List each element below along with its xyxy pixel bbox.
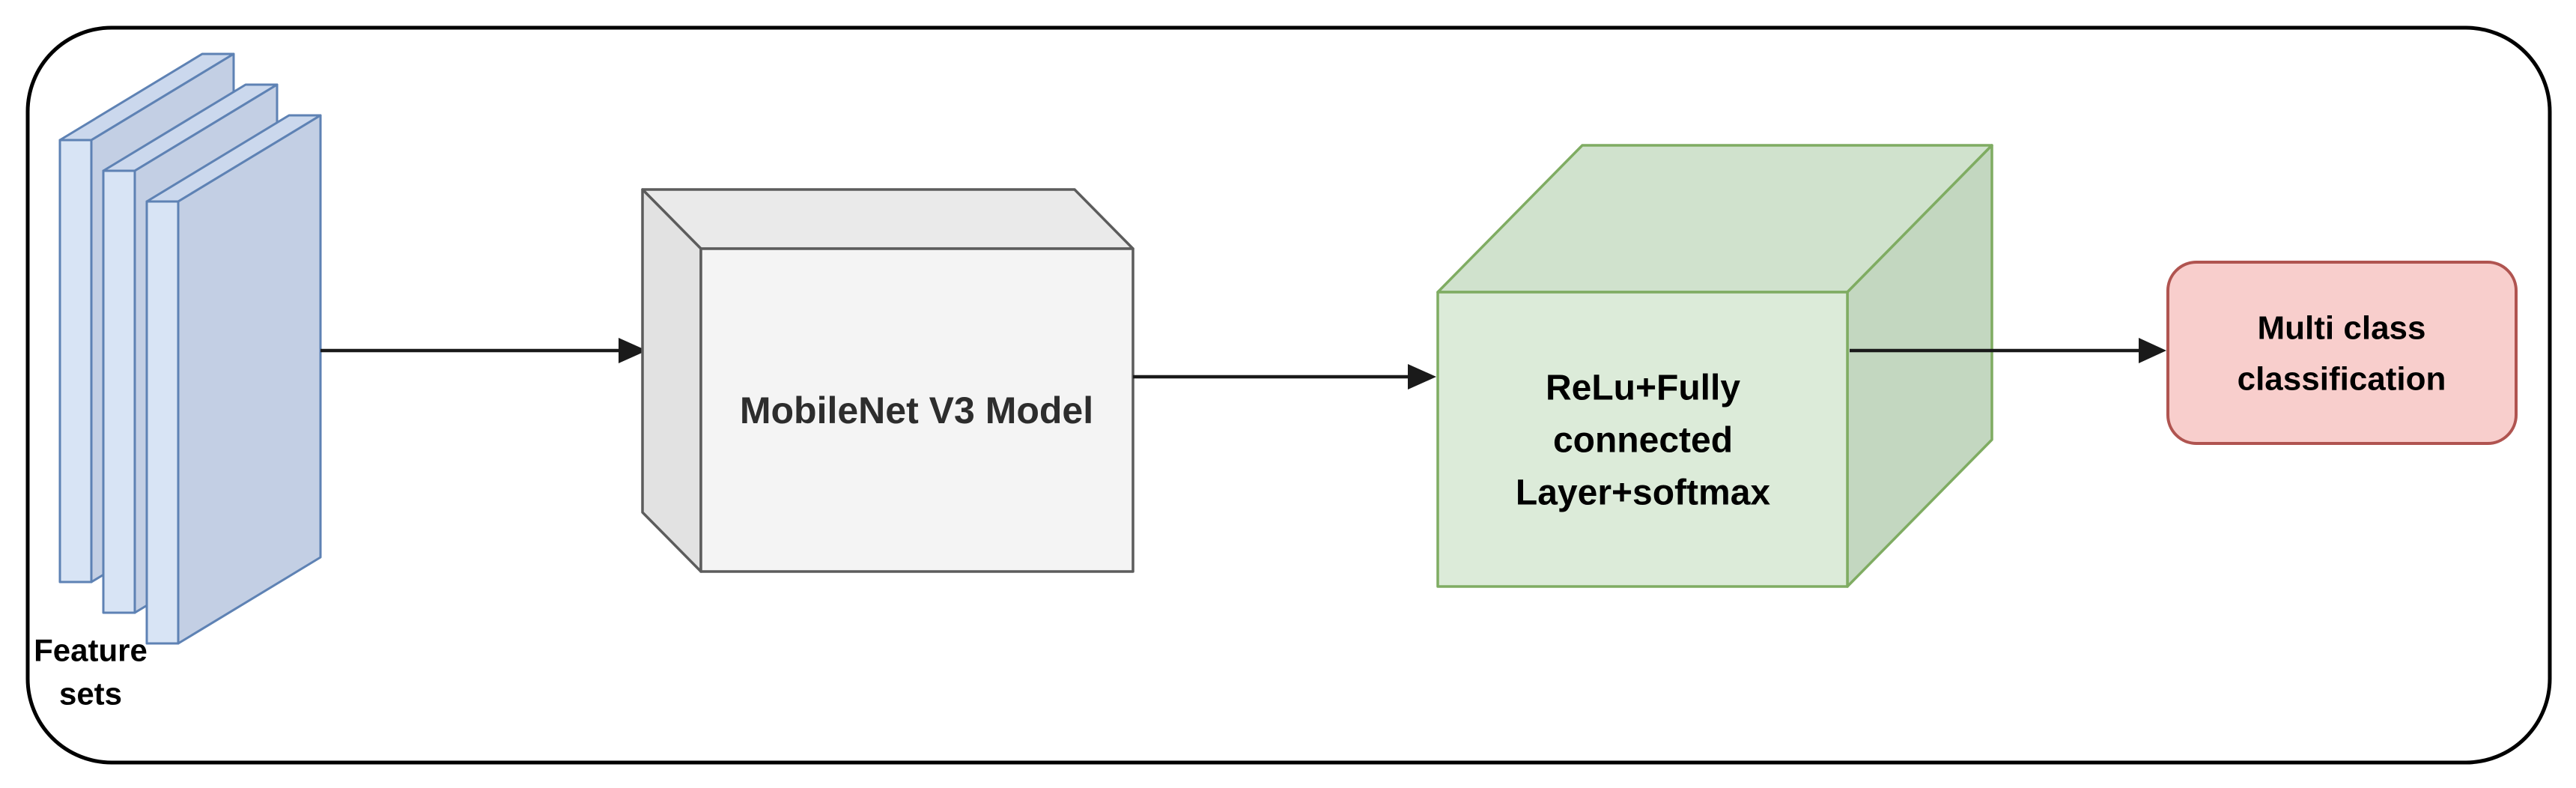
feature-slab-side-face — [177, 114, 322, 645]
output-node: Multi class classification — [2166, 261, 2518, 445]
output-label-line2: classification — [2238, 361, 2446, 398]
backbone-node: MobileNet V3 Model — [641, 188, 1134, 573]
feature-sets-label-line2: sets — [59, 676, 122, 712]
backbone-label: MobileNet V3 Model — [740, 390, 1093, 431]
head-label-line1: ReLu+Fully — [1546, 369, 1740, 408]
arrow-backbone-to-head — [1133, 364, 1436, 390]
head-label-line3: Layer+softmax — [1516, 473, 1770, 513]
arrow-head-to-output — [1850, 338, 2166, 363]
feature-sets-label-line1: Feature — [34, 633, 148, 668]
feature-slab-front-face — [58, 139, 93, 584]
arrowhead-icon — [2139, 338, 2166, 363]
feature-slab — [145, 114, 322, 645]
backbone-top-face — [641, 188, 1134, 250]
feature-sets-node: Feature sets — [34, 52, 322, 712]
backbone-front-face — [699, 247, 1134, 573]
output-box — [2166, 261, 2518, 445]
output-label-line1: Multi class — [2258, 310, 2426, 347]
arrow-features-to-backbone — [321, 338, 647, 363]
backbone-side-face — [641, 188, 702, 573]
head-label-line2: connected — [1553, 421, 1733, 461]
arrowhead-icon — [1408, 364, 1436, 390]
head-front-face — [1436, 291, 1849, 588]
feature-slab-front-face — [145, 200, 180, 645]
feature-slab-front-face — [102, 169, 136, 614]
arrowhead-icon — [619, 338, 647, 363]
head-node: ReLu+Fully connected Layer+softmax — [1436, 144, 1993, 588]
